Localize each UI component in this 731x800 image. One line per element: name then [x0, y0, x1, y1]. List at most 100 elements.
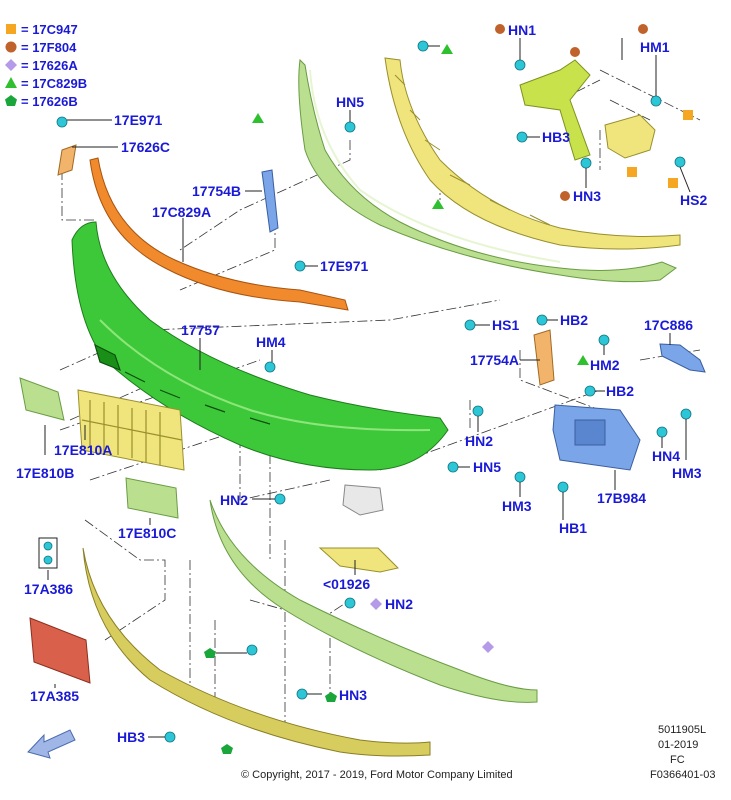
doc-code-2: 01-2019 — [658, 739, 698, 751]
callout-HM1: HM1 — [640, 39, 670, 55]
clip-HN3 — [580, 157, 592, 169]
clip-17E971-mid — [294, 260, 306, 272]
clip-HS2 — [674, 156, 686, 168]
grille-openings — [94, 343, 271, 425]
callout-HM3-left: HM3 — [502, 498, 532, 514]
callout-17E810B: 17E810B — [16, 465, 74, 481]
circle-icon — [5, 41, 17, 53]
callout-HM2: HM2 — [590, 357, 620, 373]
clip-HM1 — [650, 95, 662, 107]
clip-pentagon — [246, 644, 258, 656]
highlight — [309, 69, 561, 263]
doc-code-1: 5011905L — [658, 724, 706, 736]
diamond-icon — [5, 59, 17, 71]
callout-HB2-mid: HB2 — [606, 383, 634, 399]
callouts: 17E971 17626C 17754B 17C829A 17E971 HN5 … — [16, 22, 707, 745]
callout-HN3-low: HN3 — [339, 687, 367, 703]
clip-HN4 — [656, 426, 668, 438]
footer: © Copyright, 2017 - 2019, Ford Motor Com… — [241, 724, 715, 781]
triangle-icon — [432, 199, 444, 209]
bracket-17754A — [533, 329, 555, 386]
fastener — [43, 541, 53, 551]
square-icon — [668, 178, 678, 188]
fog-lamp-cover-17E810B — [19, 377, 65, 421]
callout-17B984: 17B984 — [597, 490, 646, 506]
legend-item-17F804: = 17F804 — [21, 40, 77, 55]
pentagon-icon — [204, 648, 216, 658]
bracket-detail — [574, 419, 606, 446]
circle-icon — [638, 24, 648, 34]
legend-item-17C829B: = 17C829B — [21, 76, 87, 91]
callout-17C829A: 17C829A — [152, 204, 211, 220]
highlight — [99, 319, 431, 432]
triangle-icon — [5, 77, 17, 88]
callout-17C886: 17C886 — [644, 317, 693, 333]
clip-HM3-left — [514, 471, 526, 483]
square-icon — [683, 110, 693, 120]
callout-HM4: HM4 — [256, 334, 286, 350]
small-bracket — [604, 114, 656, 159]
clip-HB3-low — [164, 731, 176, 743]
callout-HN2-low: HN2 — [385, 596, 413, 612]
callout-HB3-low: HB3 — [117, 729, 145, 745]
clip-HB1 — [557, 481, 569, 493]
triangle-icon — [252, 113, 264, 123]
doc-code-3: FC — [670, 754, 685, 766]
callout-17E810C: 17E810C — [118, 525, 176, 541]
callout-HS2: HS2 — [680, 192, 707, 208]
diamond-icon — [482, 641, 494, 653]
direction-arrow-icon — [27, 729, 76, 759]
square-icon — [627, 167, 637, 177]
callout-HN1: HN1 — [508, 22, 536, 38]
bracket-01926 — [318, 547, 399, 573]
fastener-box-17A386 — [38, 537, 58, 569]
clip-top — [417, 40, 429, 52]
callout-HN2-left: HN2 — [220, 492, 248, 508]
legend: = 17C947 = 17F804 = 17626A = 17C829B = 1… — [5, 22, 87, 109]
clip-HN3-low — [296, 688, 308, 700]
pentagon-icon — [325, 692, 337, 702]
callout-17626C: 17626C — [121, 139, 170, 155]
callout-HS1: HS1 — [492, 317, 519, 333]
clip-HN2-left — [274, 493, 286, 505]
callout-HB2-top: HB2 — [560, 312, 588, 328]
callout-17E810A: 17E810A — [54, 442, 112, 458]
fastener — [43, 555, 53, 565]
clip-HM2 — [598, 334, 610, 346]
callout-HN5-mid: HN5 — [473, 459, 501, 475]
circle-icon — [495, 24, 505, 34]
lower-valance — [209, 499, 538, 703]
clip-HB2 — [536, 314, 548, 326]
callout-HN4: HN4 — [652, 448, 680, 464]
callout-17E971-mid: 17E971 — [320, 258, 368, 274]
callout-HB3-top: HB3 — [542, 129, 570, 145]
bracket-17C886 — [659, 343, 706, 373]
callout-17E971-top: 17E971 — [114, 112, 162, 128]
triangle-icon — [441, 44, 453, 54]
leader-lines — [44, 38, 691, 738]
license-plate-bracket-17A385 — [29, 617, 91, 684]
clip-HS1 — [464, 319, 476, 331]
clip-17E971-top — [56, 116, 68, 128]
rib-detail — [394, 74, 551, 226]
clip-HN2-low — [344, 597, 356, 609]
upper-deflector — [384, 57, 681, 250]
circle-icon — [570, 47, 580, 57]
callout-HB1: HB1 — [559, 520, 587, 536]
legend-item-17C947: = 17C947 — [21, 22, 78, 37]
legend-item-17626A: = 17626A — [21, 58, 78, 73]
clip-HN5-mid — [447, 461, 459, 473]
callout-HN5-top: HN5 — [336, 94, 364, 110]
callout-17757: 17757 — [181, 322, 220, 338]
doc-code-4: F0366401-03 — [650, 769, 715, 781]
callout-HM3-right: HM3 — [672, 465, 702, 481]
clip-HB3 — [516, 131, 528, 143]
callout-HN2-right: HN2 — [465, 433, 493, 449]
lower-deflector — [82, 547, 431, 757]
fog-lamp-cover-17E810C — [125, 477, 179, 519]
parts — [19, 57, 706, 757]
upper-bracket — [519, 59, 591, 161]
clip-HN2 — [472, 405, 484, 417]
pentagon-icon — [5, 95, 17, 106]
